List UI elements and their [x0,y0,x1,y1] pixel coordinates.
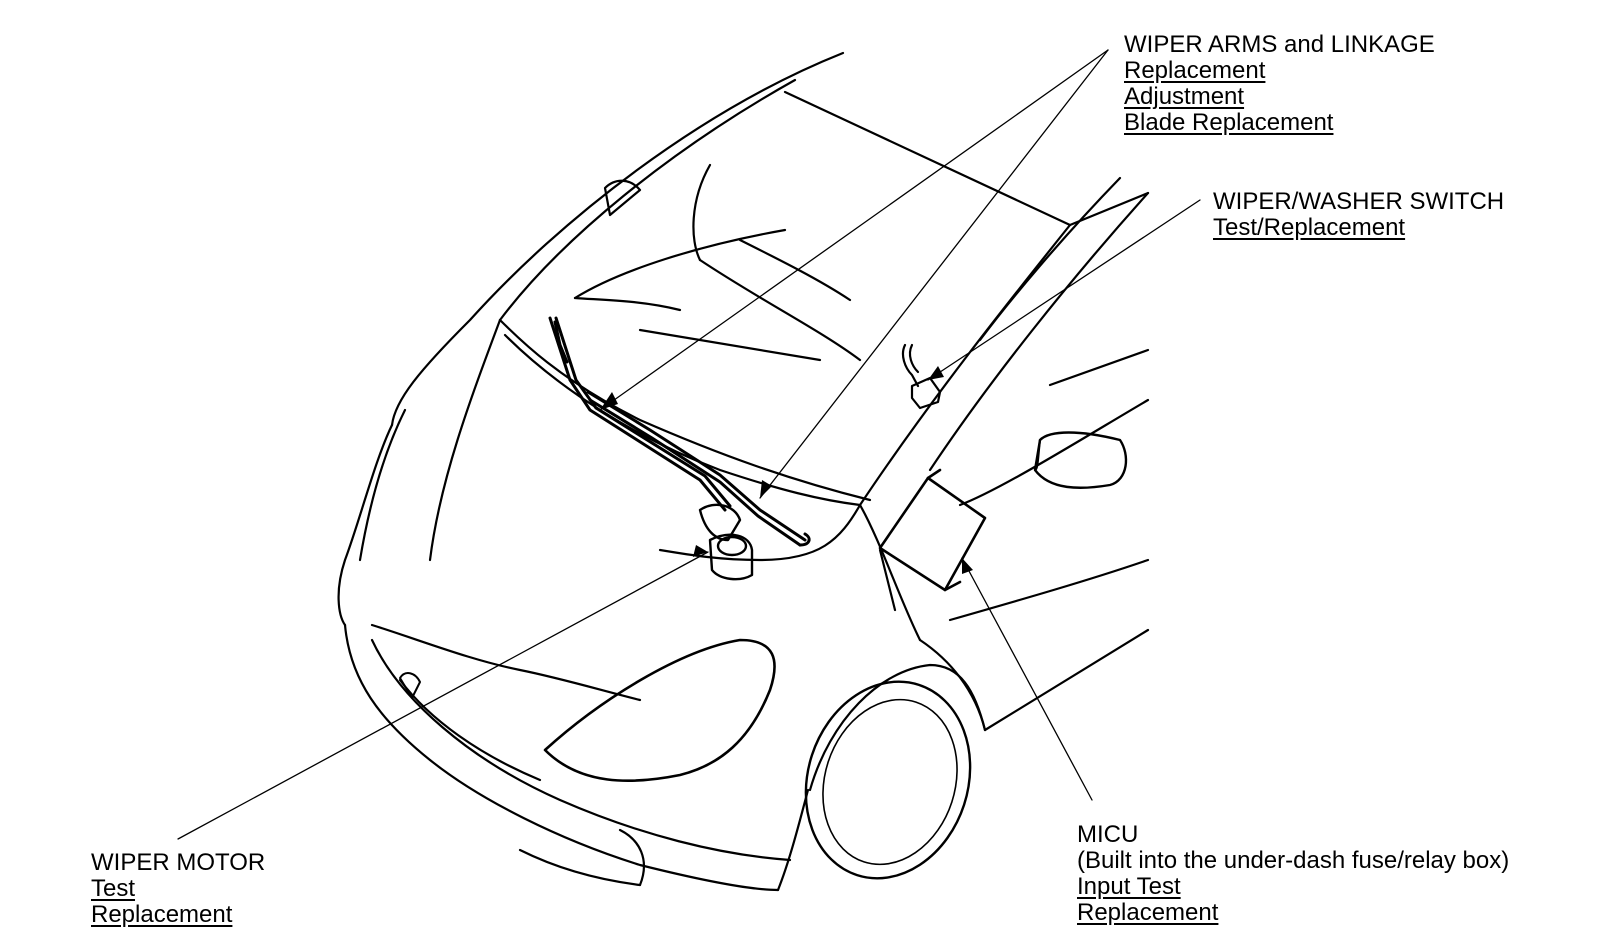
wiper-motor-title: WIPER MOTOR [91,849,266,876]
wiper-blade-replacement-link[interactable]: Blade Replacement [1124,109,1334,136]
callout-wiper-arms: WIPER ARMS and LINKAGE Replacement Adjus… [1124,32,1435,136]
leader-lines [177,49,1201,840]
wiper-motor-replacement-link[interactable]: Replacement [91,901,233,928]
wiper-arms-replacement-link[interactable]: Replacement [1124,57,1266,84]
wiper-arm-left [548,316,732,512]
car-body-outline [337,51,1150,892]
callout-wiper-washer-switch: WIPER/WASHER SWITCH Test/Replacement [1213,189,1504,241]
wiper-motor [698,503,754,581]
micu-title: MICU [1077,821,1139,848]
callout-wiper-motor: WIPER MOTOR Test Replacement [91,850,265,928]
callout-micu: MICU (Built into the under-dash fuse/rel… [1077,822,1509,926]
wiper-arm-right [586,390,811,547]
micu-input-test-link[interactable]: Input Test [1077,873,1181,900]
wiper-switch-test-replacement-link[interactable]: Test/Replacement [1213,214,1406,241]
wiper-motor-test-link[interactable]: Test [91,875,136,902]
arrow-heads [600,366,973,574]
micu-replacement-link[interactable]: Replacement [1077,899,1219,926]
micu-subtitle: (Built into the under-dash fuse/relay bo… [1077,847,1510,874]
wiper-arms-title: WIPER ARMS and LINKAGE [1124,31,1435,58]
fog-light [399,672,421,699]
micu-box [878,468,987,592]
wiper-arms-adjustment-link[interactable]: Adjustment [1124,83,1245,110]
headlight [543,638,776,782]
wiper-switch-title: WIPER/WASHER SWITCH [1213,188,1505,215]
